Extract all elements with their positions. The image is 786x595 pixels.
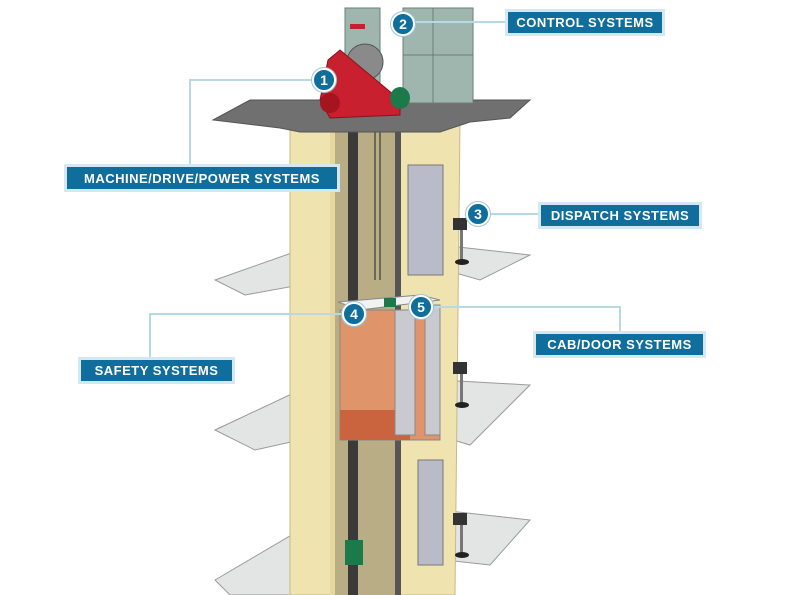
floor-slab xyxy=(213,389,301,451)
dispatch-kiosk xyxy=(453,513,469,558)
floor-slab xyxy=(214,529,301,595)
label-machine-drive-power-systems: MACHINE/DRIVE/POWER SYSTEMS xyxy=(64,164,340,192)
callout-badge-5: 5 xyxy=(409,295,433,319)
label-cab-door-systems: CAB/DOOR SYSTEMS xyxy=(533,331,706,358)
dispatch-kiosk xyxy=(453,362,469,408)
dispatch-kiosk xyxy=(453,218,469,265)
callout-badge-3: 3 xyxy=(466,202,490,226)
label-dispatch-systems: DISPATCH SYSTEMS xyxy=(538,202,702,229)
leader-line-1 xyxy=(189,79,313,165)
hoist-machine xyxy=(319,49,401,119)
landing-door xyxy=(407,164,444,276)
leader-line-4 xyxy=(149,313,343,358)
leader-line-5 xyxy=(432,306,621,332)
callout-badge-4: 4 xyxy=(342,302,366,326)
callout-badge-2: 2 xyxy=(391,12,415,36)
label-control-systems: CONTROL SYSTEMS xyxy=(505,9,665,36)
floor-slab xyxy=(213,249,301,296)
callout-badge-1: 1 xyxy=(312,68,336,92)
landing-door xyxy=(417,459,444,566)
cab-door xyxy=(394,309,416,436)
cab-door xyxy=(424,304,441,436)
label-safety-systems: SAFETY SYSTEMS xyxy=(78,357,235,384)
